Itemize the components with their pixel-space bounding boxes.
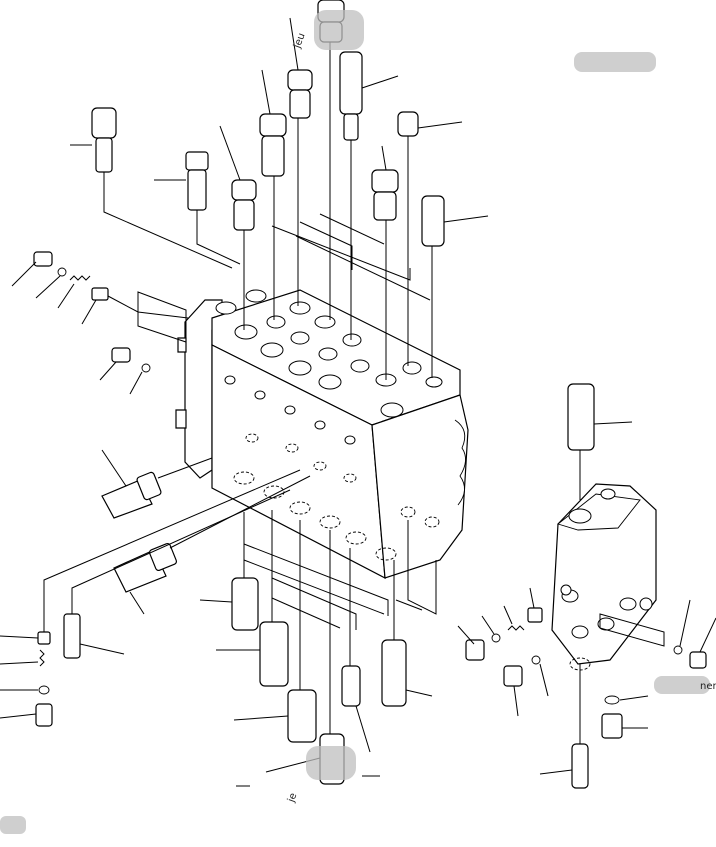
main-valve-body: [175, 289, 469, 580]
fragment-right: ner: [700, 681, 716, 692]
left-small-parts: [0, 251, 311, 727]
secondary-valve-body: [457, 383, 716, 789]
redacted-marks: [0, 10, 710, 834]
top-valve-cartridges: [70, 0, 489, 380]
